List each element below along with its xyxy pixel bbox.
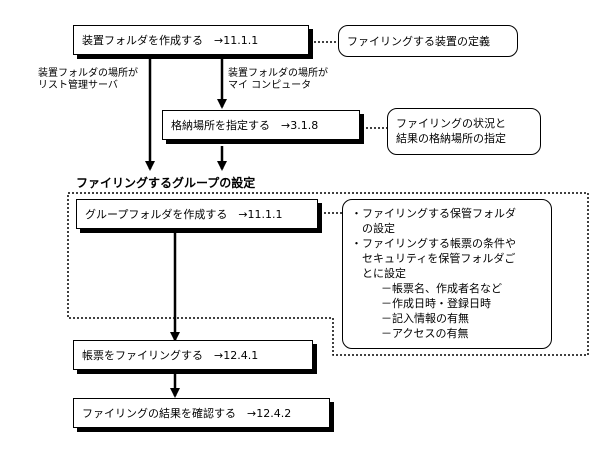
note-group-line: とに設定	[351, 267, 406, 280]
note-device-definition-text: ファイリングする装置の定義	[347, 34, 490, 48]
note-group-line: セキュリティを保管フォルダご	[351, 252, 516, 265]
box-confirm-result-label: ファイリングの結果を確認する →12.4.2	[82, 407, 292, 420]
box-file-forms: 帳票をファイリングする →12.4.1	[73, 340, 313, 370]
note-status-line: ファイリングの状況と	[396, 117, 506, 130]
branch-label-line: マイ コンピュータ	[228, 80, 312, 91]
note-group-settings: ・ファイリングする保管フォルダ の設定 ・ファイリングする帳票の条件や セキュリ…	[342, 199, 552, 349]
note-group-line: －帳票名、作成者名など	[381, 282, 502, 295]
group-dotted-frame	[67, 192, 589, 356]
box-confirm-result: ファイリングの結果を確認する →12.4.2	[73, 398, 330, 428]
branch-label-line: 装置フォルダの場所が	[38, 68, 138, 79]
note-status-line: 結果の格納場所の指定	[396, 132, 506, 145]
note-device-definition: ファイリングする装置の定義	[338, 25, 518, 57]
box-create-device-folder: 装置フォルダを作成する →11.1.1	[73, 25, 309, 55]
note-group-line: －作成日時・登録日時	[381, 297, 491, 310]
section-title: ファイリングするグループの設定	[76, 176, 256, 190]
box-specify-storage: 格納場所を指定する →3.1.8	[162, 110, 360, 140]
note-status: ファイリングの状況と 結果の格納場所の指定	[387, 108, 541, 155]
box-create-device-folder-label: 装置フォルダを作成する →11.1.1	[82, 34, 259, 47]
box-create-group-folder-label: グループフォルダを作成する →11.1.1	[85, 208, 283, 221]
box-file-forms-label: 帳票をファイリングする →12.4.1	[82, 349, 259, 362]
note-group-line: ・ファイリングする帳票の条件や	[351, 237, 516, 250]
branch-label-line: リスト管理サーバ	[38, 80, 118, 91]
box-specify-storage-label: 格納場所を指定する →3.1.8	[171, 119, 319, 132]
box-create-group-folder: グループフォルダを作成する →11.1.1	[76, 199, 318, 229]
note-group-line: の設定	[351, 222, 395, 235]
branch-label-list-server: 装置フォルダの場所が リスト管理サーバ	[38, 68, 138, 92]
note-group-line: －アクセスの有無	[381, 327, 469, 340]
branch-label-line: 装置フォルダの場所が	[228, 68, 328, 79]
note-group-line: ・ファイリングする保管フォルダ	[351, 207, 516, 220]
note-group-line: －記入情報の有無	[381, 312, 469, 325]
branch-label-my-computer: 装置フォルダの場所が マイ コンピュータ	[228, 68, 328, 92]
